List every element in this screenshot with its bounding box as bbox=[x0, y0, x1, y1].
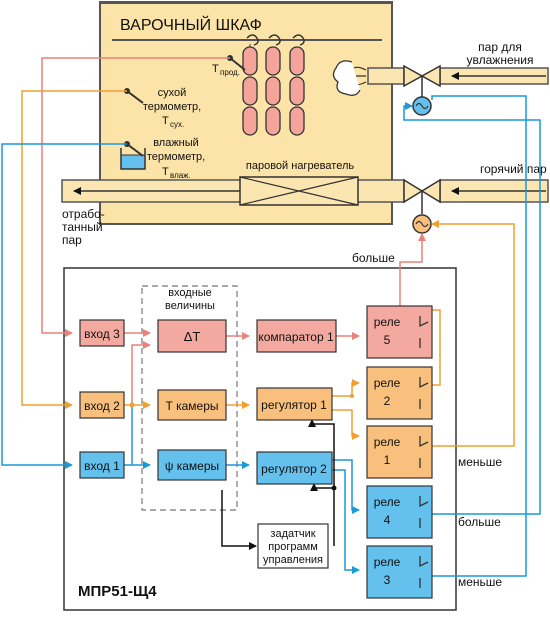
svg-text:ΔT: ΔT bbox=[184, 329, 201, 344]
svg-text:4: 4 bbox=[384, 513, 391, 527]
relay-switch-icon bbox=[419, 377, 429, 409]
svg-text:вход 3: вход 3 bbox=[84, 327, 120, 341]
dry-thermometer: сухой термометр, Т сух. bbox=[124, 87, 201, 129]
input1-block bbox=[79, 451, 125, 479]
hot-steam-actuator-icon bbox=[412, 214, 432, 234]
svg-text:реле: реле bbox=[374, 555, 401, 569]
svg-text:влаж.: влаж. bbox=[170, 171, 191, 180]
product-temp-label: Т bbox=[212, 63, 219, 75]
svg-text:Т камеры: Т камеры bbox=[165, 399, 218, 413]
svg-text:реле: реле bbox=[374, 315, 401, 329]
output-less-hot: меньше bbox=[458, 455, 502, 469]
measured-value-blocks: ΔT Т камеры ψ камеры bbox=[157, 319, 227, 481]
relay-switch-icon bbox=[419, 496, 429, 528]
sausage-string-2-icon bbox=[265, 34, 281, 136]
inputs-group-frame bbox=[141, 285, 238, 511]
output-less-humid: меньше bbox=[458, 575, 502, 589]
input2-block bbox=[79, 391, 125, 419]
svg-text:ψ камеры: ψ камеры bbox=[165, 459, 219, 473]
svg-text:величины: величины bbox=[165, 300, 215, 312]
relay-2: реле 2 bbox=[366, 366, 433, 420]
svg-text:регулятор 1: регулятор 1 bbox=[261, 398, 327, 412]
svg-text:пар: пар bbox=[62, 233, 82, 247]
svg-text:увлажнения: увлажнения bbox=[467, 53, 534, 67]
svg-text:отрабо-: отрабо- bbox=[62, 207, 105, 221]
controller-name: МПР51-Щ4 bbox=[78, 583, 157, 600]
cabinet-title: ВАРОЧНЫЙ ШКАФ bbox=[120, 15, 262, 34]
svg-text:вход 1: вход 1 bbox=[84, 459, 120, 473]
svg-text:3: 3 bbox=[384, 573, 391, 587]
svg-text:регулятор 2: регулятор 2 bbox=[261, 462, 327, 476]
t-chamber-block bbox=[157, 389, 227, 421]
wires bbox=[1, 57, 541, 577]
svg-text:реле: реле bbox=[374, 376, 401, 390]
svg-text:Т: Т bbox=[162, 166, 169, 178]
relay-1: реле 1 bbox=[366, 425, 433, 479]
input-blocks: вход 3 вход 2 вход 1 bbox=[79, 319, 125, 479]
steam-cloud-icon bbox=[332, 60, 361, 96]
output-more-top: больше bbox=[352, 251, 395, 265]
svg-text:2: 2 bbox=[384, 394, 391, 408]
hot-steam-pipe: горячий пар отрабо- танный пар bbox=[61, 162, 549, 247]
delta-t-block bbox=[157, 319, 227, 353]
svg-text:танный: танный bbox=[62, 220, 103, 234]
product-temp-sub: прод. bbox=[220, 68, 240, 77]
humidify-steam-pipe: пар для увлажнения bbox=[332, 40, 549, 98]
relay-switch-icon bbox=[419, 556, 429, 588]
wet-thermometer: влажный термометр, Т влаж. bbox=[120, 137, 205, 180]
program-setter-block bbox=[257, 523, 329, 569]
relay-switch-icon bbox=[419, 436, 429, 468]
svg-text:реле: реле bbox=[374, 495, 401, 509]
steam-heater-label: паровой нагреватель bbox=[246, 160, 354, 172]
svg-text:управления: управления bbox=[263, 554, 323, 566]
svg-text:реле: реле bbox=[374, 435, 401, 449]
psi-chamber-block bbox=[157, 449, 227, 481]
svg-text:входные: входные bbox=[168, 287, 212, 299]
svg-text:термометр,: термометр, bbox=[147, 151, 205, 163]
logic-blocks: компаратор 1 регулятор 1 регулятор 2 зад… bbox=[256, 319, 337, 569]
svg-text:термометр,: термометр, bbox=[143, 101, 201, 113]
svg-text:Т: Т bbox=[162, 115, 169, 127]
humidify-actuator-icon bbox=[412, 96, 432, 116]
svg-text:сух.: сух. bbox=[170, 120, 184, 129]
relay-switch-icon bbox=[419, 316, 429, 348]
svg-text:5: 5 bbox=[384, 333, 391, 347]
svg-text:пар для: пар для bbox=[478, 40, 522, 54]
regulator2-block bbox=[256, 451, 333, 485]
svg-text:вход 2: вход 2 bbox=[84, 399, 120, 413]
output-more-humid: больше bbox=[458, 515, 501, 529]
svg-text:задатчик: задатчик bbox=[270, 528, 315, 540]
relay-5: реле 5 bbox=[366, 305, 433, 359]
svg-text:программ: программ bbox=[268, 541, 318, 553]
sausage-string-3-icon bbox=[289, 34, 305, 136]
svg-text:компаратор 1: компаратор 1 bbox=[258, 330, 334, 344]
input3-block bbox=[79, 319, 125, 347]
svg-text:влажный: влажный bbox=[153, 137, 199, 149]
controller-frame bbox=[63, 267, 457, 611]
hot-steam-label: горячий пар bbox=[480, 162, 547, 176]
relay-4: реле 4 bbox=[366, 485, 433, 539]
sausage-string-1-icon bbox=[242, 34, 259, 136]
sausages bbox=[242, 34, 305, 136]
comparator-block bbox=[256, 319, 337, 353]
relay-3: реле 3 bbox=[366, 545, 433, 599]
svg-text:сухой: сухой bbox=[158, 87, 187, 99]
regulator1-block bbox=[256, 387, 333, 421]
svg-text:1: 1 bbox=[384, 453, 391, 467]
